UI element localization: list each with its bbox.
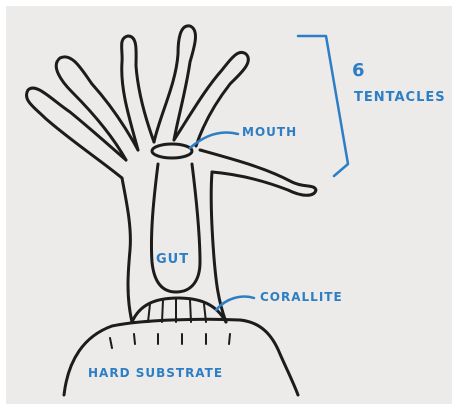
gut-label: GUT bbox=[156, 252, 189, 267]
hard-substrate-label: HARD SUBSTRATE bbox=[88, 366, 223, 380]
mouth-label: MOUTH bbox=[242, 125, 297, 139]
corallite-label: CORALLITE bbox=[260, 290, 343, 304]
tentacles-label: TENTACLES bbox=[354, 90, 446, 105]
tentacle-count-label: 6 bbox=[352, 60, 366, 81]
